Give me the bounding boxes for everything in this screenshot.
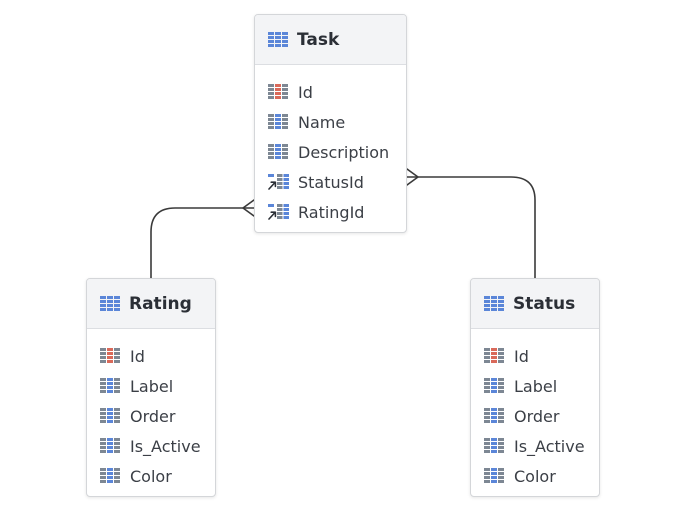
field-row-color[interactable]: Color <box>87 461 215 491</box>
field-row-statusid[interactable]: StatusId <box>255 167 406 197</box>
field-label: Label <box>514 376 558 396</box>
table-icon <box>484 295 505 312</box>
column-icon <box>100 438 121 454</box>
column-icon <box>100 468 121 484</box>
field-row-label[interactable]: Label <box>87 371 215 401</box>
field-label: Id <box>298 82 313 102</box>
entity-rating-title: Rating <box>129 293 192 314</box>
field-label: Label <box>130 376 174 396</box>
field-row-order[interactable]: Order <box>471 401 599 431</box>
connector-status-task <box>406 176 536 279</box>
crows-foot-rating <box>242 199 255 217</box>
field-label: Name <box>298 112 346 132</box>
column-icon <box>100 378 121 394</box>
foreign-key-icon <box>268 204 289 220</box>
field-row-name[interactable]: Name <box>255 107 406 137</box>
field-row-label[interactable]: Label <box>471 371 599 401</box>
field-row-order[interactable]: Order <box>87 401 215 431</box>
field-row-description[interactable]: Description <box>255 137 406 167</box>
field-row-id[interactable]: Id <box>87 341 215 371</box>
field-label: Order <box>514 406 560 426</box>
entity-task-title: Task <box>297 29 340 50</box>
field-label: Id <box>514 346 529 366</box>
table-icon <box>100 295 121 312</box>
field-row-id[interactable]: Id <box>471 341 599 371</box>
field-label: Id <box>130 346 145 366</box>
foreign-key-icon <box>268 174 289 190</box>
primary-key-icon <box>100 348 121 364</box>
field-label: StatusId <box>298 172 364 192</box>
column-icon <box>484 468 505 484</box>
field-row-is-active[interactable]: Is_Active <box>471 431 599 461</box>
column-icon <box>100 408 121 424</box>
entity-task-header[interactable]: Task <box>255 15 406 65</box>
field-label: Is_Active <box>130 436 201 456</box>
field-label: Color <box>514 466 556 486</box>
table-icon <box>268 31 289 48</box>
column-icon <box>484 378 505 394</box>
entity-status-header[interactable]: Status <box>471 279 599 329</box>
field-label: Order <box>130 406 176 426</box>
field-row-is-active[interactable]: Is_Active <box>87 431 215 461</box>
column-icon <box>484 408 505 424</box>
column-icon <box>268 114 289 130</box>
primary-key-icon <box>484 348 505 364</box>
field-label: Is_Active <box>514 436 585 456</box>
field-label: Color <box>130 466 172 486</box>
primary-key-icon <box>268 84 289 100</box>
field-row-ratingid[interactable]: RatingId <box>255 197 406 227</box>
column-icon <box>268 144 289 160</box>
field-row-color[interactable]: Color <box>471 461 599 491</box>
connector-rating-task <box>150 207 255 279</box>
entity-status-title: Status <box>513 293 576 314</box>
field-label: Description <box>298 142 390 162</box>
field-label: RatingId <box>298 202 365 222</box>
column-icon <box>484 438 505 454</box>
crows-foot-status <box>406 168 419 186</box>
field-row-id[interactable]: Id <box>255 77 406 107</box>
entity-rating-header[interactable]: Rating <box>87 279 215 329</box>
